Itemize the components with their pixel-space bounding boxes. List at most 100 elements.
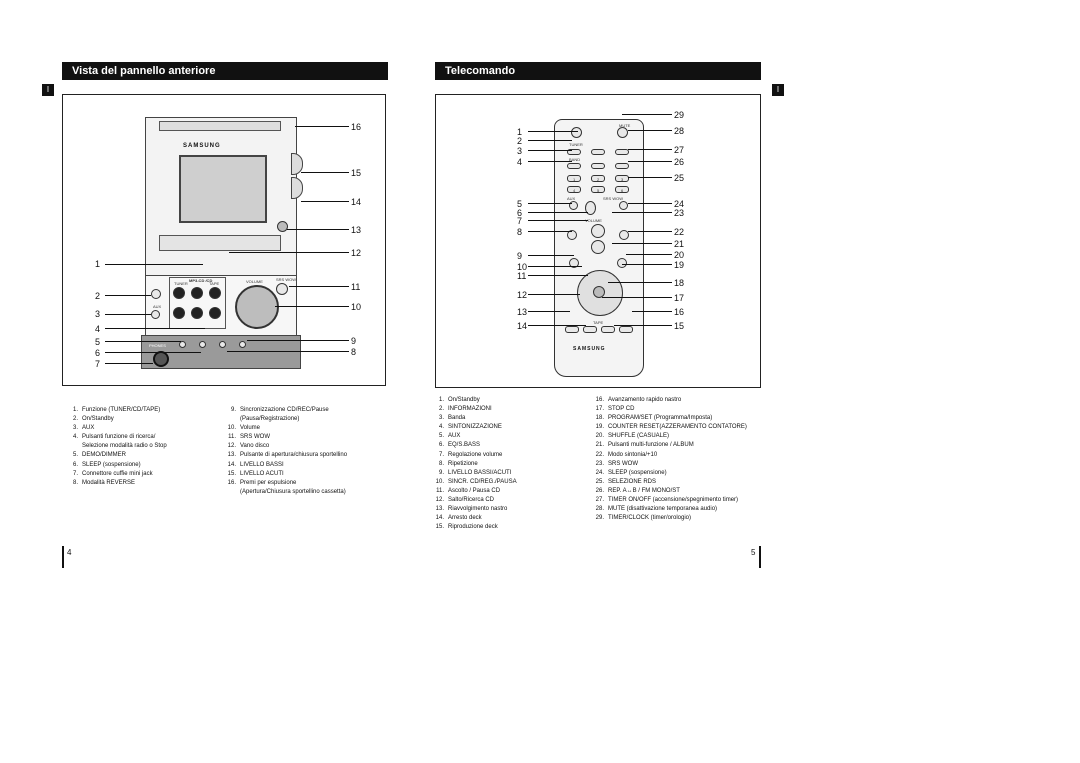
callout-7: 7 [95, 359, 101, 369]
callout-2: 2 [95, 291, 101, 301]
remote-deck-play-button[interactable] [601, 326, 615, 333]
remote-figure: MUTE TUNER BAND 1 2 3 4 5 6 AUX SRS WOW … [435, 94, 761, 388]
remote-callout-5: 5 [517, 199, 523, 209]
remote-aux-button[interactable] [569, 201, 578, 210]
remote-eq-button[interactable] [585, 201, 596, 215]
srs-wow-label: SRS WOW [276, 277, 296, 282]
remote-key-6[interactable]: 6 [615, 186, 629, 193]
remote-legend-col1: 1.On/Standby 2.INFORMAZIONI 3.Banda 4.SI… [435, 397, 517, 531]
language-badge-right: I [772, 84, 784, 96]
disc-tray[interactable] [159, 235, 281, 251]
reverse-button[interactable] [219, 341, 226, 348]
remote-callout-10: 10 [517, 262, 528, 272]
sync-button[interactable] [239, 341, 246, 348]
tuner-key-label: TUNER [569, 142, 583, 147]
remote-cd-dpad[interactable] [577, 270, 623, 316]
callout-4: 4 [95, 324, 101, 334]
remote-tuning-button[interactable] [591, 163, 605, 169]
remote-mute-button[interactable] [617, 127, 628, 138]
callout-10: 10 [351, 302, 362, 312]
remote-timer-onoff-button[interactable] [591, 149, 605, 155]
callout-15: 15 [351, 168, 362, 178]
remote-callout-11: 11 [517, 271, 527, 281]
cd-button[interactable] [191, 287, 203, 299]
remote-callout-12: 12 [517, 290, 528, 300]
search-forward-button[interactable] [209, 307, 221, 319]
remote-callout-14: 14 [517, 321, 528, 331]
remote-callout-28: 28 [674, 126, 685, 136]
remote-volume-down-button[interactable] [591, 240, 605, 254]
remote-key-1[interactable]: 1 [567, 175, 581, 182]
remote-info-button[interactable] [567, 149, 581, 155]
remote-shuffle-button[interactable] [617, 258, 627, 268]
callout-5: 5 [95, 337, 101, 347]
tuner-button[interactable] [173, 287, 185, 299]
remote-callout-24: 24 [674, 199, 685, 209]
volume-knob[interactable] [235, 285, 279, 329]
front-panel-legend-col2: 9.Sincronizzazione CD/REC/Pause (Pausa/R… [227, 407, 348, 495]
page-marker-right [759, 546, 761, 568]
section-header-remote: Telecomando [435, 62, 761, 80]
remote-callout-7: 7 [517, 216, 523, 226]
remote-key-5[interactable]: 5 [591, 186, 605, 193]
remote-deck-stop-button[interactable] [583, 326, 597, 333]
callout-11: 11 [351, 282, 361, 292]
remote-key-4[interactable]: 4 [567, 186, 581, 193]
tape-button[interactable] [209, 287, 221, 299]
remote-legend-col2: 16.Avanzamento rapido nastro 17.STOP CD … [595, 397, 747, 522]
volume-key-label: VOLUME [585, 218, 602, 223]
stop-button[interactable] [191, 307, 203, 319]
callout-1: 1 [95, 259, 101, 269]
remote-callout-20: 20 [674, 250, 685, 260]
callout-8: 8 [351, 347, 357, 357]
remote-sleep-button[interactable] [619, 201, 628, 210]
demo-dimmer-button[interactable] [179, 341, 186, 348]
tape-key-label: TAPE [593, 320, 604, 325]
brand-logo: SAMSUNG [183, 143, 221, 149]
cd-label: MP3-CD /CD [189, 278, 213, 283]
remote-rewind-button[interactable] [565, 326, 579, 333]
tape-label: TAPE [209, 281, 220, 286]
remote-volume-up-button[interactable] [591, 224, 605, 238]
remote-tuning-mode-button[interactable] [619, 230, 629, 240]
remote-timer-clock-button[interactable] [615, 149, 629, 155]
stereo-unit-illustration: SAMSUNG AUX TUNER MP3-CD /CD TAPE VOLUME… [141, 117, 303, 369]
remote-rep-ab-button[interactable] [615, 163, 629, 169]
sleep-button[interactable] [199, 341, 206, 348]
remote-callout-1: 1 [517, 127, 523, 137]
remote-power-button[interactable] [571, 127, 582, 138]
bass-knob[interactable] [291, 177, 303, 199]
remote-callout-6: 6 [517, 208, 523, 218]
callout-9: 9 [351, 336, 357, 346]
aux-button[interactable] [151, 310, 160, 319]
power-button[interactable] [151, 289, 161, 299]
remote-bass-treble-button[interactable] [569, 258, 579, 268]
remote-play-pause-button[interactable] [593, 286, 605, 298]
remote-callout-25: 25 [674, 173, 685, 183]
remote-fast-forward-button[interactable] [619, 326, 633, 333]
open-close-button[interactable] [277, 221, 288, 232]
remote-callout-18: 18 [674, 278, 685, 288]
callout-3: 3 [95, 309, 101, 319]
remote-key-2[interactable]: 2 [591, 175, 605, 182]
srs-key-label: SRS WOW [603, 196, 623, 201]
aux-key-label: AUX [567, 196, 576, 201]
page-number-right: 5 [751, 548, 756, 557]
front-panel-figure: SAMSUNG AUX TUNER MP3-CD /CD TAPE VOLUME… [62, 94, 386, 386]
remote-repeat-button[interactable] [567, 230, 577, 240]
remote-callout-17: 17 [674, 293, 685, 303]
remote-callout-16: 16 [674, 307, 685, 317]
headphone-jack[interactable] [153, 351, 169, 367]
remote-callout-4: 4 [517, 157, 523, 167]
remote-callout-29: 29 [674, 110, 685, 120]
remote-callout-2: 2 [517, 136, 523, 146]
callout-16: 16 [351, 122, 362, 132]
callout-14: 14 [351, 197, 362, 207]
srs-wow-button[interactable] [276, 283, 288, 295]
remote-band-button[interactable] [567, 163, 581, 169]
remote-callout-9: 9 [517, 251, 523, 261]
display-window [179, 155, 267, 223]
remote-key-3[interactable]: 3 [615, 175, 629, 182]
search-back-button[interactable] [173, 307, 185, 319]
remote-callout-21: 21 [674, 239, 685, 249]
